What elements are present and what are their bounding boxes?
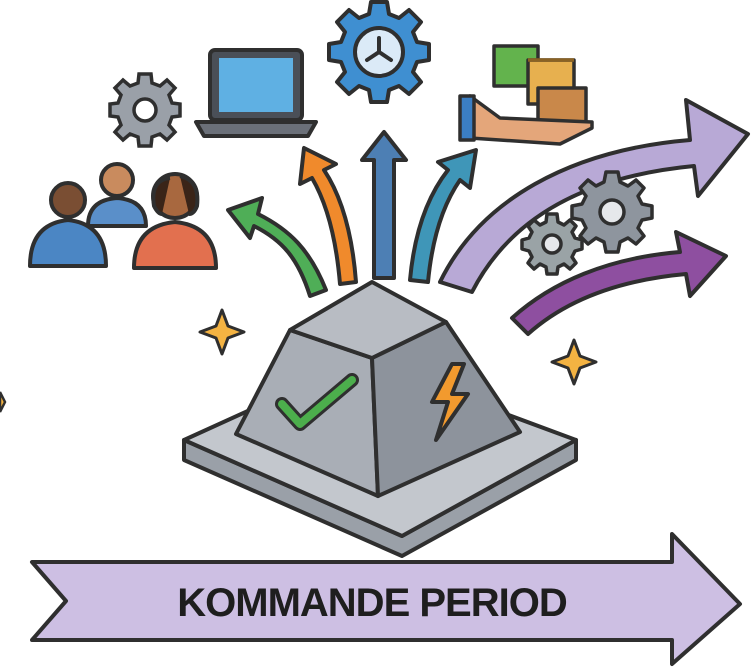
boxes-icon	[458, 44, 594, 146]
arrow-lavender	[438, 98, 750, 294]
sparkle-icon	[198, 308, 246, 356]
arrow-teal	[408, 148, 478, 284]
sparkle-icon	[550, 338, 598, 386]
laptop-icon	[194, 48, 318, 138]
arrow-green	[226, 196, 328, 298]
checkmark-icon	[275, 373, 359, 431]
arrow-orange	[298, 146, 358, 286]
gears-icon	[520, 170, 654, 276]
people-icon	[28, 162, 218, 270]
arrow-purple	[510, 230, 728, 336]
banner-label: KOMMANDE PERIOD	[177, 581, 567, 625]
arrow-blue	[360, 130, 408, 280]
gear-icon	[108, 72, 182, 148]
timeline-banner: KOMMANDE PERIOD	[30, 532, 742, 666]
clock-gear-icon	[327, 0, 431, 104]
lightning-bolt-icon	[430, 362, 470, 442]
sparkle-icon	[0, 391, 7, 413]
